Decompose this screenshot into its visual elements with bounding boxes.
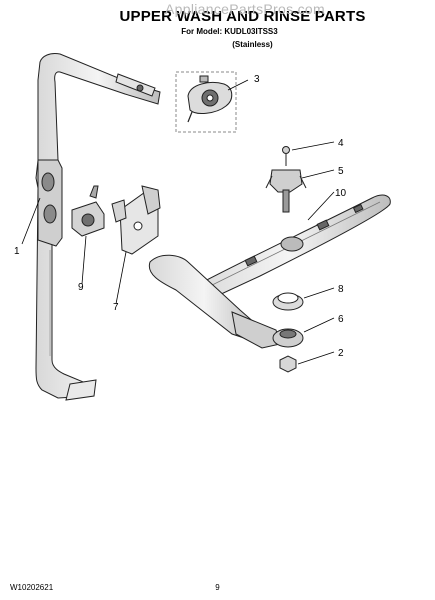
callout-8: 8 [338, 284, 344, 295]
page-title: UPPER WASH AND RINSE PARTS [119, 8, 366, 25]
callout-labels: 1 2 3 4 5 6 7 8 9 10 [14, 74, 347, 359]
hex-nut [279, 355, 297, 373]
callout-10: 10 [335, 188, 347, 199]
model-line: For Model: KUDL03ITSS3 [181, 27, 278, 36]
leader-lines [21, 79, 335, 365]
callout-5: 5 [338, 166, 344, 177]
hub-seal [272, 328, 304, 348]
callout-3: 3 [254, 74, 260, 85]
document-code: W10202621 [10, 583, 54, 592]
callout-4: 4 [338, 138, 344, 149]
page-header: UPPER WASH AND RINSE PARTS For Model: KU… [0, 8, 435, 49]
diverter-valve [71, 185, 105, 237]
bearing-ring [272, 292, 304, 311]
callout-7: 7 [113, 302, 119, 313]
spray-arm-mount [265, 169, 307, 213]
callout-9: 9 [78, 282, 84, 293]
spray-arm-feed-tube [148, 254, 281, 349]
manifold-bracket [111, 185, 161, 255]
supply-manifold-tube [35, 53, 161, 401]
callout-2: 2 [338, 348, 344, 359]
variant-label: (Stainless) [232, 40, 273, 49]
page-number: 9 [215, 583, 220, 592]
upper-spray-nozzle [175, 71, 237, 133]
watermark: AppliancePartsPros.com [165, 1, 325, 17]
callout-6: 6 [338, 314, 344, 325]
callout-1: 1 [14, 246, 20, 257]
screw [282, 146, 290, 166]
